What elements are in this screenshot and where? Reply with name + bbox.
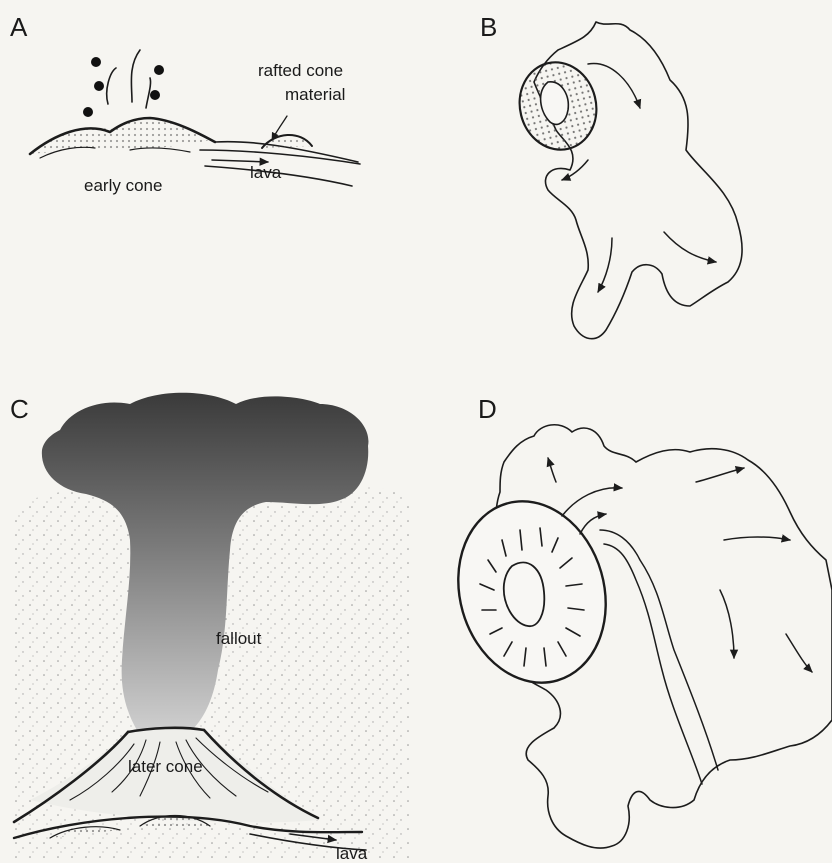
rafted-cone-material: [262, 116, 312, 148]
later-cone-label: later cone: [128, 757, 203, 776]
early-cone-label: early cone: [84, 176, 162, 195]
panel-d-letter: D: [478, 394, 497, 424]
panel-c: C fallout later cone: [10, 393, 410, 863]
panel-b-letter: B: [480, 12, 497, 42]
ejecta-bombs: [83, 50, 164, 117]
fallout-label: fallout: [216, 629, 262, 648]
lava-label-a: lava: [250, 163, 282, 182]
rafted-label-line1: rafted cone: [258, 61, 343, 80]
early-cone: [30, 118, 215, 158]
panel-a: A: [10, 12, 360, 195]
rafted-label-line2: material: [285, 85, 345, 104]
lava-label-c: lava: [336, 844, 368, 863]
lava-channel-d: [600, 530, 718, 770]
panel-d: D: [437, 394, 832, 848]
vent-b: [510, 54, 605, 158]
panel-c-letter: C: [10, 394, 29, 424]
panel-a-letter: A: [10, 12, 28, 42]
panel-b: B: [480, 12, 742, 339]
